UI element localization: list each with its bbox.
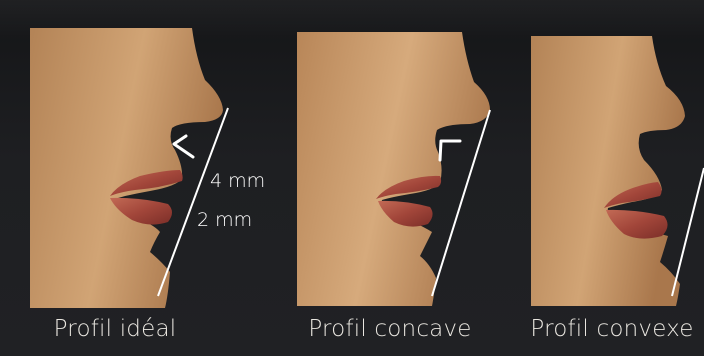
face-ideal (30, 28, 223, 308)
caption-convex: Profil convexe (520, 316, 704, 352)
nasolabial-angle-mark-ideal (174, 136, 193, 157)
face-convex (531, 36, 685, 306)
profile-convex (531, 36, 704, 306)
lower-lip-distance-label: 2 mm (197, 209, 252, 231)
profile-concave (297, 32, 490, 306)
upper-lip-distance-label: 4 mm (210, 170, 265, 192)
caption-concave: Profil concave (290, 316, 490, 352)
caption-ideal: Profil idéal (30, 316, 200, 352)
esthetic-line-convex (672, 168, 704, 296)
esthetic-line-concave (432, 110, 490, 296)
face-concave (297, 32, 490, 306)
profile-ideal (30, 28, 228, 308)
nasolabial-angle-mark-concave (440, 141, 460, 160)
